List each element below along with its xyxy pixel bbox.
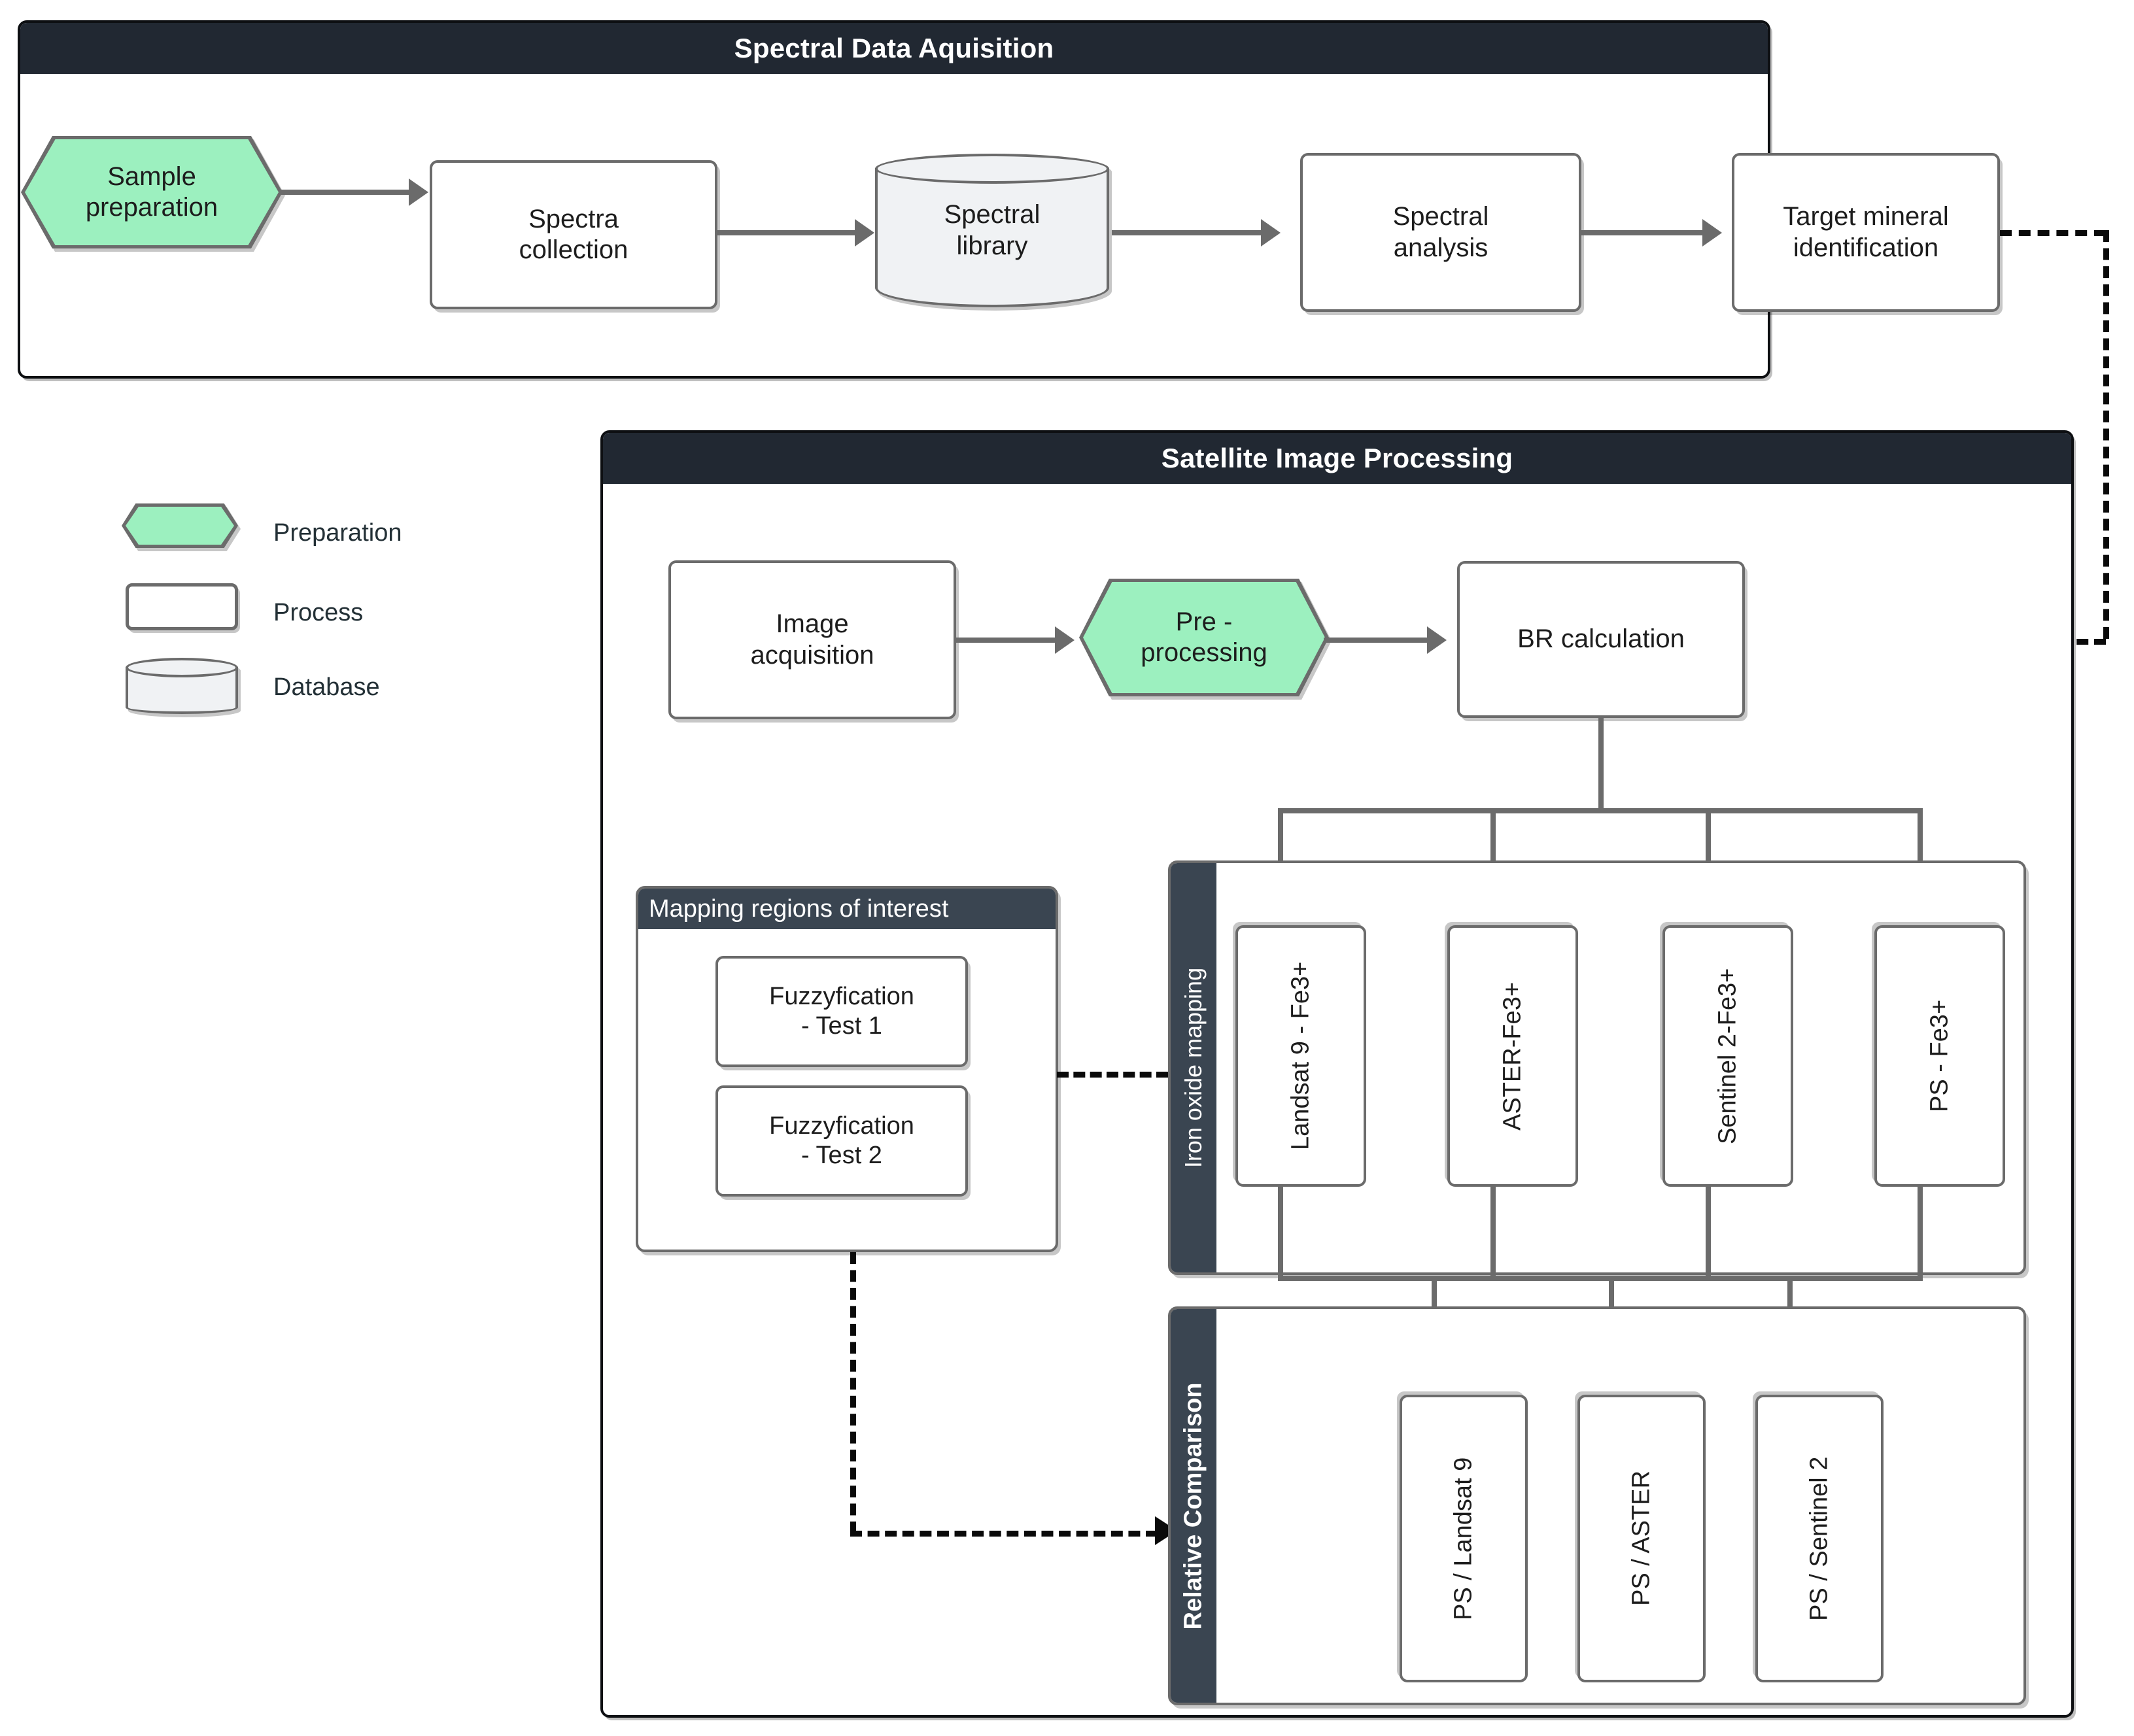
node-ps-sentinel-2[interactable]: PS / Sentinel 2 — [1755, 1395, 1884, 1682]
subpanel-mapping-regions-of-interest: Mapping regions of interest — [636, 886, 1058, 1252]
node-fuzzyfication-test-1[interactable]: Fuzzyfication - Test 1 — [715, 956, 968, 1067]
connector-aster-down — [1490, 1187, 1496, 1281]
node-ps-landsat-9-label: PS / Landsat 9 — [1449, 1457, 1477, 1620]
connector-fan-drop-1 — [1278, 808, 1283, 909]
cylinder-body — [875, 168, 1109, 307]
node-landsat-9-fe3[interactable]: Landsat 9 - Fe3+ — [1235, 925, 1366, 1187]
legend-hexagon-fill — [126, 507, 234, 545]
connector-image-to-pre — [956, 638, 1058, 643]
legend-swatch-process — [126, 583, 238, 630]
connector-sentinel-down — [1706, 1187, 1711, 1281]
connector-fan-bus — [1278, 808, 1923, 813]
node-spectral-analysis[interactable]: Spectral analysis — [1300, 153, 1581, 312]
connector-merge-bus — [1278, 1276, 1923, 1281]
node-pre-processing[interactable]: Pre - processing — [1079, 579, 1329, 696]
node-ps-fe3-label: PS - Fe3+ — [1925, 999, 1953, 1113]
node-ps-landsat-9[interactable]: PS / Landsat 9 — [1400, 1395, 1528, 1682]
legend-cylinder-lid — [126, 658, 238, 677]
subpanel-title-relative-comparison: Relative Comparison — [1179, 1382, 1207, 1629]
subpanel-header-mapping-regions: Mapping regions of interest — [638, 889, 1056, 929]
node-spectral-analysis-label: Spectral analysis — [1392, 202, 1489, 262]
legend-label-preparation: Preparation — [273, 519, 402, 547]
panel-header-spectral: Spectral Data Aquisition — [20, 23, 1768, 74]
arrowhead-pre-to-br — [1427, 626, 1447, 654]
panel-title-satellite: Satellite Image Processing — [1161, 443, 1513, 473]
subpanel-title-iron-oxide-mapping: Iron oxide mapping — [1180, 967, 1207, 1168]
arrowhead-sample-to-spectra — [409, 179, 428, 206]
node-br-calculation[interactable]: BR calculation — [1457, 561, 1745, 718]
dashed-mapping-to-iron-oxide — [1057, 1072, 1168, 1078]
node-sentinel-2-fe3-label: Sentinel 2-Fe3+ — [1713, 968, 1742, 1144]
dashed-mapping-right — [850, 1531, 1158, 1537]
node-aster-fe3-label: ASTER-Fe3+ — [1498, 981, 1526, 1131]
node-ps-aster-label: PS / ASTER — [1627, 1471, 1655, 1607]
legend-swatch-preparation — [122, 503, 238, 548]
node-ps-aster[interactable]: PS / ASTER — [1577, 1395, 1706, 1682]
node-image-acquisition[interactable]: Image acquisition — [668, 560, 956, 719]
node-ps-fe3[interactable]: PS - Fe3+ — [1874, 925, 2005, 1187]
node-aster-fe3[interactable]: ASTER-Fe3+ — [1447, 925, 1578, 1187]
connector-sample-to-spectra — [281, 190, 412, 195]
connector-br-down — [1598, 718, 1604, 813]
subpanel-header-iron-oxide-mapping: Iron oxide mapping — [1171, 863, 1216, 1272]
node-sample-preparation[interactable]: Sample preparation — [21, 136, 283, 248]
arrowhead-analysis-to-target — [1702, 219, 1722, 247]
arrowhead-spectra-to-library — [855, 219, 874, 247]
node-ps-sentinel-2-label: PS / Sentinel 2 — [1805, 1456, 1833, 1621]
node-br-calculation-label: BR calculation — [1517, 624, 1685, 654]
node-target-mineral-identification-label: Target mineral identification — [1783, 202, 1949, 262]
node-landsat-9-fe3-label: Landsat 9 - Fe3+ — [1286, 961, 1315, 1151]
node-image-acquisition-label: Image acquisition — [750, 609, 874, 670]
connector-pre-to-br — [1324, 638, 1430, 643]
node-spectral-library[interactable]: Spectral library — [875, 154, 1109, 307]
node-pre-processing-label: Pre - processing — [1083, 582, 1325, 693]
legend-swatch-database — [126, 658, 238, 714]
node-sample-preparation-label: Sample preparation — [25, 139, 279, 245]
node-spectra-collection[interactable]: Spectra collection — [430, 160, 717, 309]
connector-spectra-to-library — [717, 230, 858, 235]
subpanel-title-mapping-regions: Mapping regions of interest — [649, 894, 949, 923]
connector-fan-drop-4 — [1918, 808, 1923, 909]
arrowhead-library-to-analysis — [1261, 219, 1281, 247]
arrowhead-image-to-pre — [1055, 626, 1075, 654]
node-sentinel-2-fe3[interactable]: Sentinel 2-Fe3+ — [1662, 925, 1793, 1187]
connector-analysis-to-target — [1581, 230, 1706, 235]
connector-library-to-analysis — [1112, 230, 1264, 235]
cylinder-lid — [875, 154, 1109, 184]
node-fuzzyfication-test-2[interactable]: Fuzzyfication - Test 2 — [715, 1085, 968, 1197]
subpanel-header-relative-comparison: Relative Comparison — [1171, 1309, 1216, 1703]
connector-fan-drop-2 — [1490, 808, 1496, 909]
dashed-right-vertical — [2103, 230, 2109, 639]
connector-landsat-down — [1278, 1187, 1283, 1281]
dashed-target-to-right — [2000, 230, 2106, 236]
panel-header-satellite: Satellite Image Processing — [603, 433, 2071, 484]
label-text: Sample preparation — [85, 162, 218, 222]
dashed-mapping-down — [850, 1252, 856, 1533]
panel-title-spectral: Spectral Data Aquisition — [734, 33, 1054, 63]
node-fuzzyfication-test-2-label: Fuzzyfication - Test 2 — [769, 1112, 914, 1169]
connector-ps-down — [1918, 1187, 1923, 1281]
node-spectral-library-label: Spectral library — [944, 200, 1041, 260]
legend-label-process: Process — [273, 599, 364, 626]
node-fuzzyfication-test-1-label: Fuzzyfication - Test 1 — [769, 983, 914, 1040]
node-spectra-collection-label: Spectra collection — [519, 204, 628, 264]
node-target-mineral-identification[interactable]: Target mineral identification — [1732, 153, 2000, 312]
legend-label-database: Database — [273, 673, 380, 701]
connector-fan-drop-3 — [1706, 808, 1711, 909]
